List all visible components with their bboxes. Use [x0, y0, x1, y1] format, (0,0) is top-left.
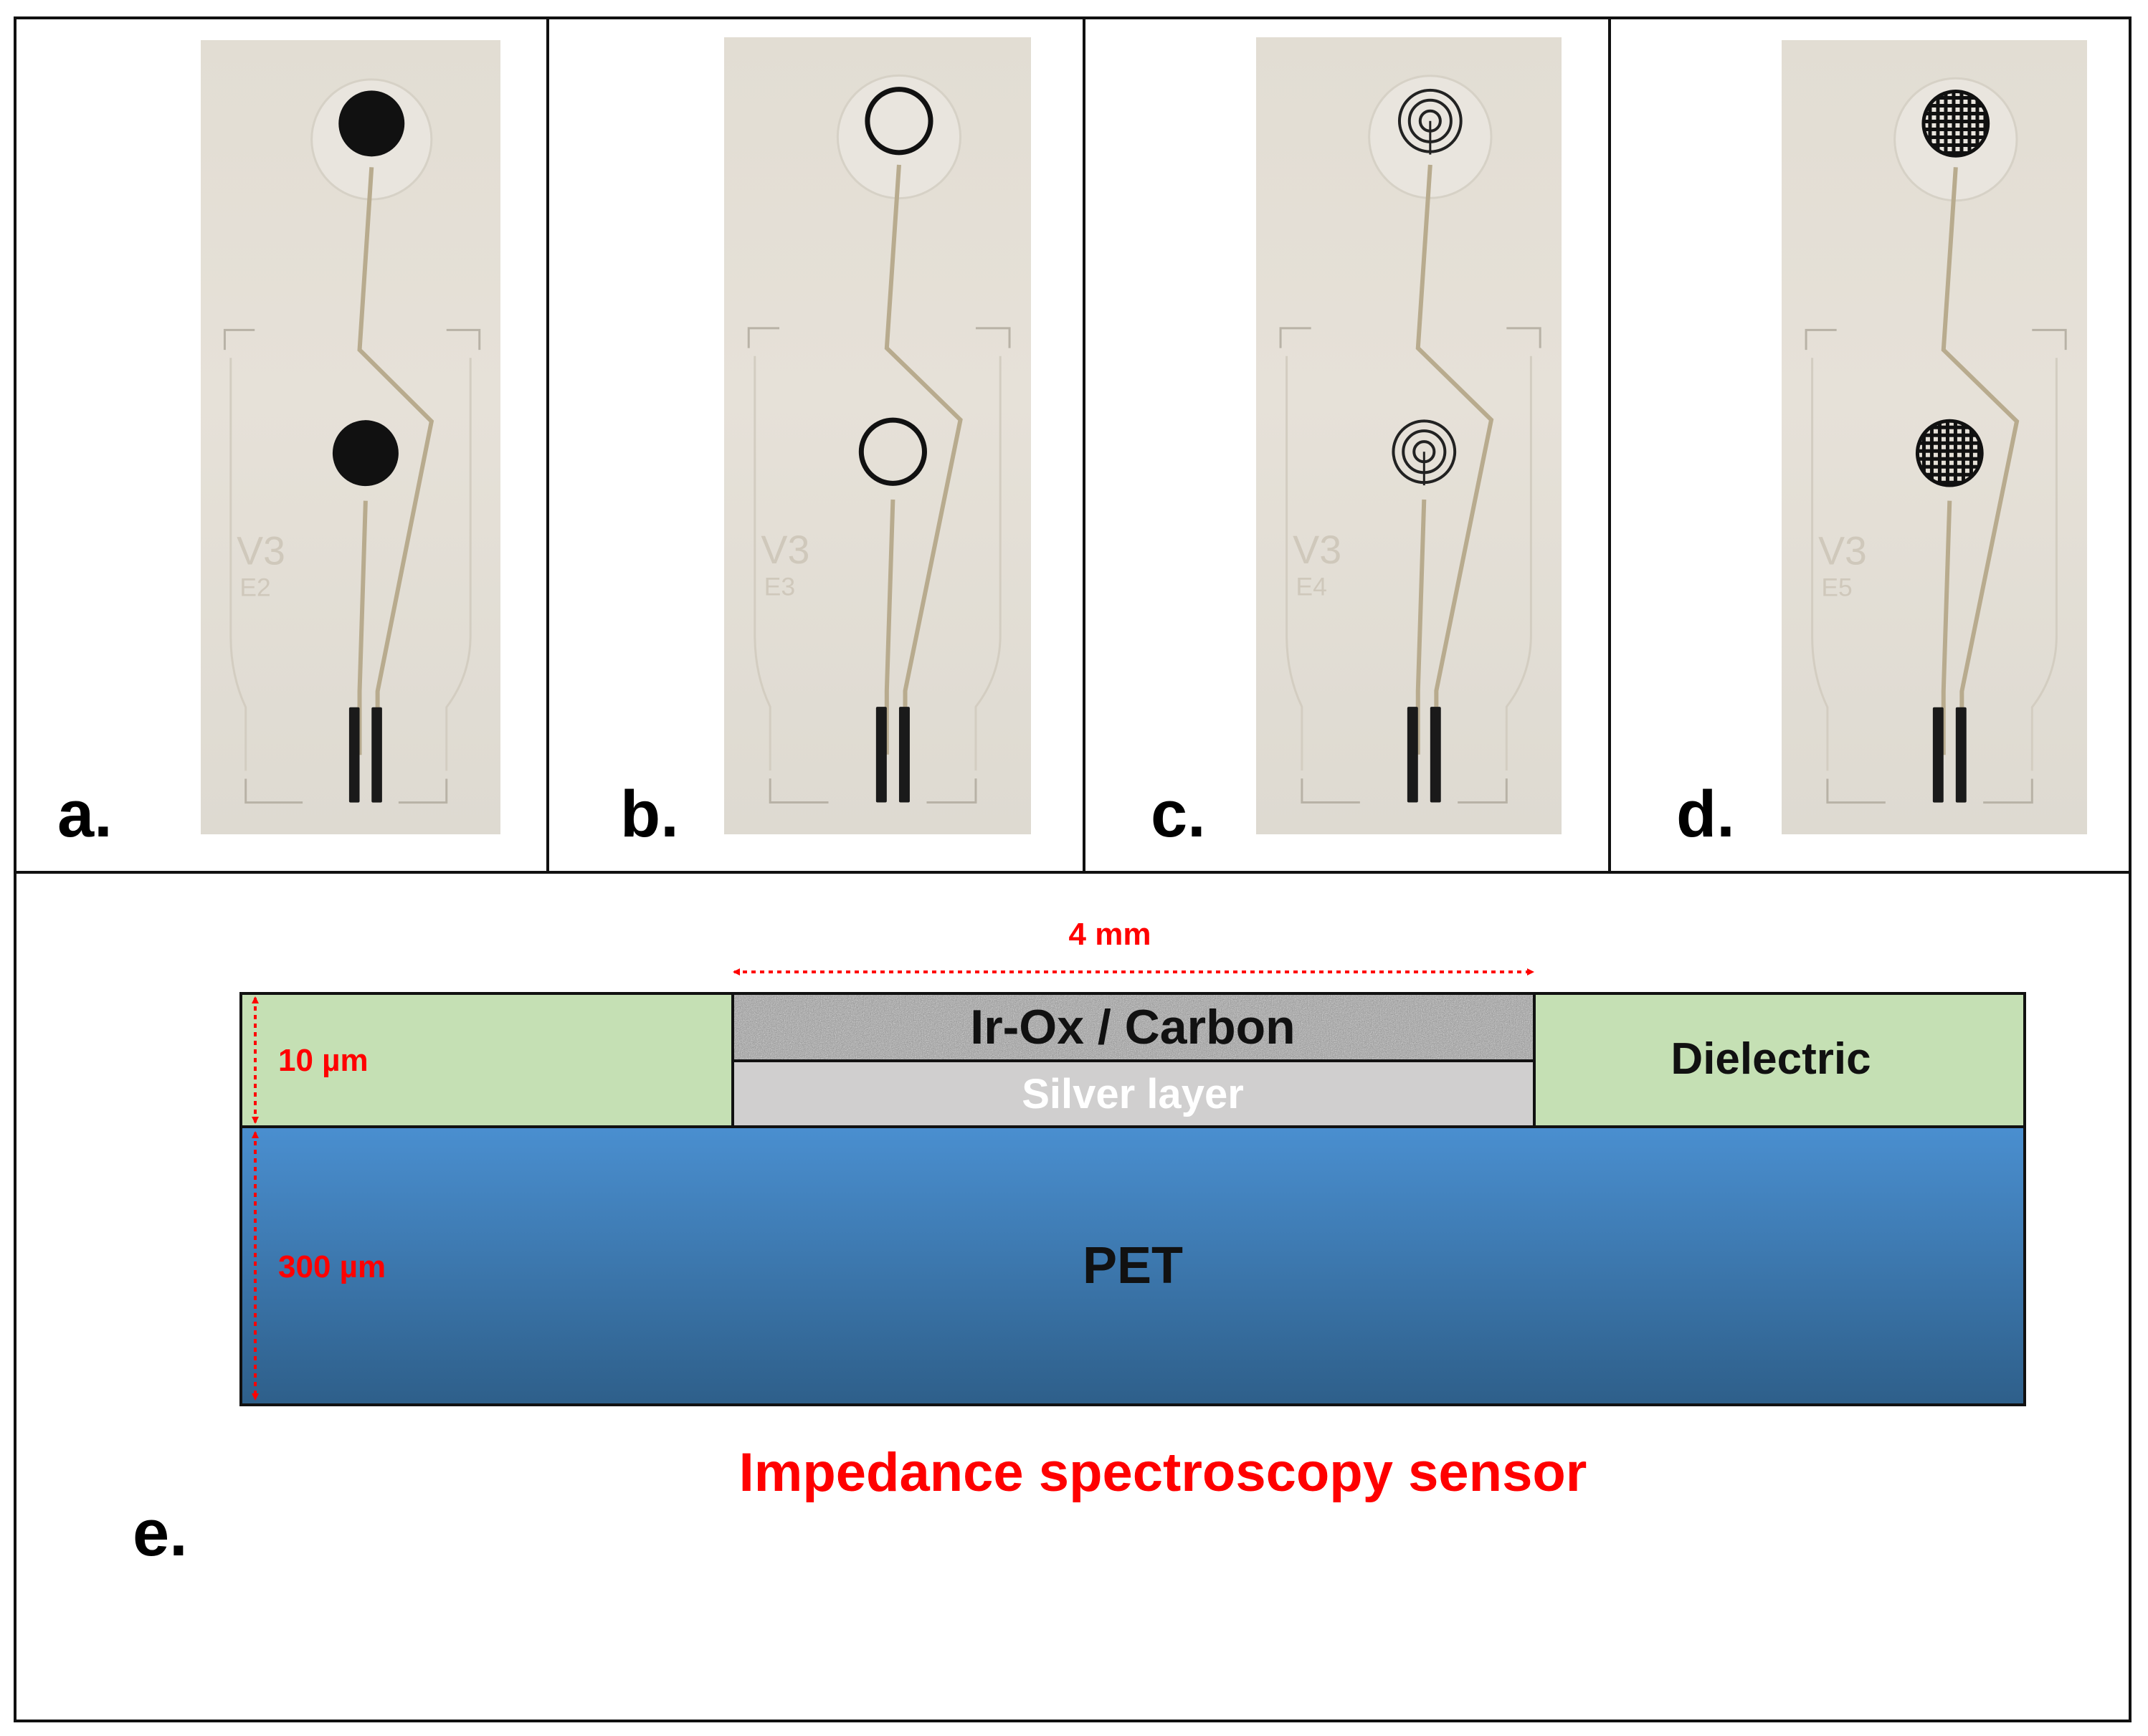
trace-mid-electrode	[1415, 499, 1427, 755]
corner-mark-top-left	[747, 327, 780, 348]
panel-label-b: b.	[620, 778, 679, 851]
corner-mark-top-left	[223, 328, 255, 350]
contact-pad-left	[1407, 707, 1418, 803]
panel-label-c: c.	[1151, 778, 1206, 851]
corner-mark-top-right	[446, 328, 481, 350]
corner-mark-bottom-left	[1301, 778, 1360, 804]
embossed-version: V3	[761, 528, 809, 572]
electrode-solid-disc	[332, 420, 399, 487]
corner-mark-top-right	[2032, 328, 2067, 350]
contact-pad-left	[1932, 707, 1944, 803]
corner-mark-top-left	[1279, 327, 1311, 348]
figure-frame	[14, 16, 2132, 1722]
corner-mark-top-right	[975, 327, 1011, 348]
row-divider	[14, 871, 2132, 874]
embossed-version: V3	[1293, 528, 1341, 572]
pet-label: PET	[1083, 1237, 1183, 1294]
corner-mark-bottom-right	[398, 778, 448, 804]
corner-mark-bottom-left	[769, 778, 829, 804]
silver-layer-label: Silver layer	[1022, 1071, 1244, 1117]
silver-layer	[731, 1059, 1536, 1128]
sensor-outline	[754, 356, 1002, 771]
contact-pad-right	[371, 707, 382, 803]
electrode-solid-disc	[338, 90, 405, 157]
panel-label-a: a.	[57, 778, 113, 851]
electrode-mesh-rim	[1921, 89, 1990, 158]
corner-mark-top-left	[1805, 328, 1837, 350]
irox-carbon-layer-border	[731, 992, 1536, 1062]
panel-label-d: d.	[1676, 778, 1735, 851]
panel-divider-3	[1608, 16, 1611, 874]
sensor-outline	[1286, 356, 1532, 771]
panel-divider-1	[546, 16, 549, 874]
panel-divider-2	[1083, 16, 1085, 874]
pet-substrate	[239, 1125, 2026, 1406]
dielectric-label: Dielectric	[1671, 1034, 1871, 1084]
corner-mark-top-right	[1506, 327, 1541, 348]
embossed-version: V3	[237, 528, 285, 573]
contact-pad-right	[1430, 707, 1441, 803]
embossed-electrode-id: E5	[1821, 573, 1852, 602]
contact-pad-left	[875, 707, 887, 803]
embossed-electrode-id: E4	[1296, 572, 1327, 601]
contact-pad-right	[898, 707, 910, 803]
sensor-outline	[1811, 358, 2058, 771]
irox-carbon-layer-texture	[733, 993, 1534, 1061]
substrate-thickness-label: 300 µm	[278, 1249, 386, 1284]
contact-pad-left	[348, 707, 360, 803]
embossed-version: V3	[1818, 528, 1867, 573]
electrode-mesh-rim	[1915, 419, 1984, 487]
embossed-electrode-id: E2	[239, 573, 270, 602]
corner-mark-bottom-left	[1826, 778, 1886, 804]
corner-mark-bottom-right	[1458, 778, 1508, 804]
contact-pad-right	[1955, 707, 1967, 803]
embossed-electrode-id: E3	[764, 572, 796, 601]
corner-mark-bottom-right	[1983, 778, 2033, 804]
trace-mid-electrode	[1941, 500, 1952, 755]
electrode-ring	[865, 87, 933, 156]
width-dimension-label: 4 mm	[1069, 917, 1151, 952]
irox-carbon-label: Ir-Ox / Carbon	[970, 1000, 1295, 1054]
dielectric-thickness-label: 10 µm	[278, 1043, 369, 1078]
corner-mark-bottom-right	[926, 778, 977, 804]
sensor-outline	[229, 358, 472, 771]
figure-caption: Impedance spectroscopy sensor	[739, 1442, 1587, 1503]
corner-mark-bottom-left	[244, 778, 303, 804]
electrode-ring	[858, 417, 927, 486]
panel-label-e: e.	[133, 1497, 188, 1570]
